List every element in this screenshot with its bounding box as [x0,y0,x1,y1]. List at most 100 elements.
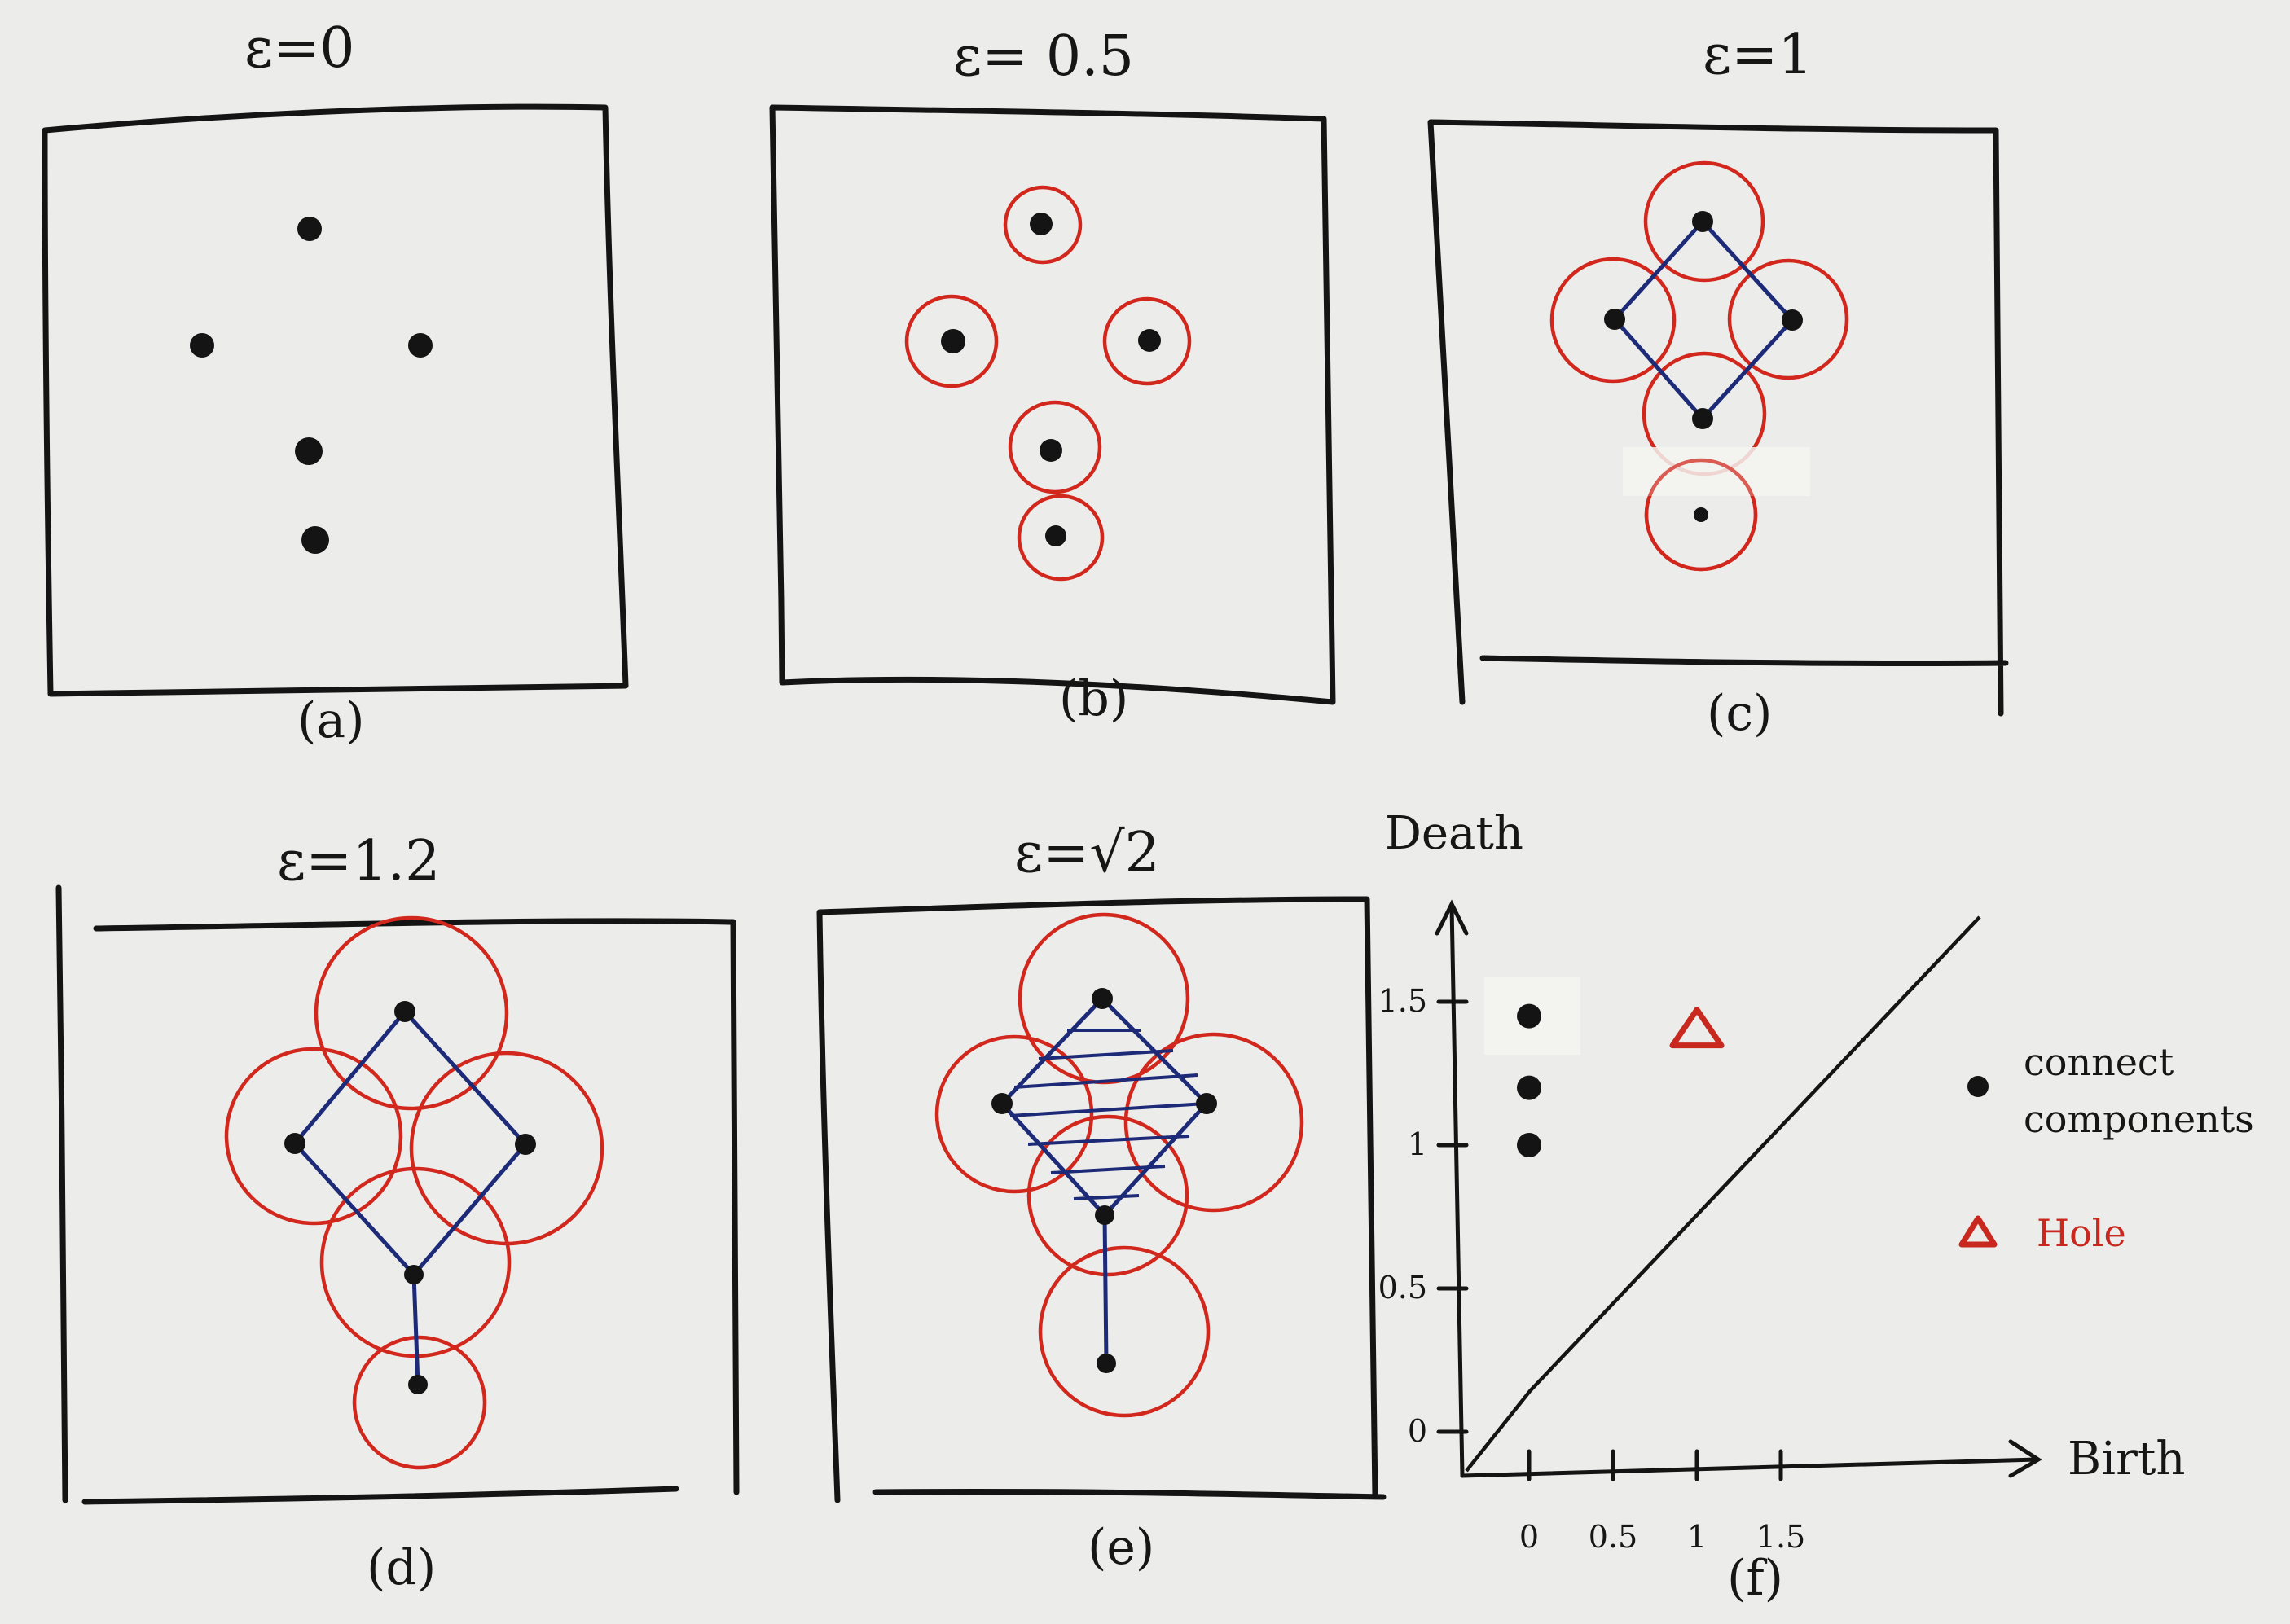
point [1694,507,1708,522]
panel-c-title: ε=1 [1703,23,1813,87]
panel-b-frame [769,104,1336,705]
component-marker [1517,1133,1541,1157]
panel-a-frame [42,103,629,697]
point [284,1133,305,1154]
ball [1643,160,1765,283]
axes [1435,899,2042,1481]
panel-e: ε=√2 (e) [816,821,1387,1576]
data-marks [1517,1003,1725,1157]
point [941,329,965,353]
point [297,217,322,241]
panel-d-points [284,1001,536,1394]
ball [904,294,999,388]
point [404,1265,424,1284]
panel-f-caption: (f) [1727,1550,1783,1607]
panel-b-points [941,213,1161,546]
y-axis-arrow-icon [1435,899,1469,936]
ball [1549,257,1677,384]
panel-d-frame [55,884,740,1505]
point [1604,309,1625,330]
panel-b: ε= 0.5 (b) [769,24,1336,727]
panel-a-caption: (a) [297,692,365,749]
hatch-line [1027,1135,1190,1146]
x-tick-label: 1.5 [1756,1519,1805,1555]
ball [314,915,509,1111]
y-tick-label: 0.5 [1378,1270,1427,1306]
panel-b-caption: (b) [1059,670,1128,727]
ball [1644,458,1758,572]
legend: connect components Hole [1958,1040,2254,1255]
legend-components-line2: components [2024,1097,2254,1141]
panel-c: ε=1 (c) [1427,23,2009,742]
x-axis-title: Birth [2068,1433,2185,1486]
panel-e-caption: (e) [1088,1519,1154,1576]
point [1092,988,1113,1009]
point [408,333,433,358]
legend-dot-icon [1967,1076,1989,1097]
panel-c-points [1604,211,1803,522]
point [1045,525,1066,546]
hatch-line [1038,1049,1174,1060]
ball [352,1335,487,1470]
tail-edge [1102,1213,1109,1366]
ball [1102,296,1192,386]
y-axis-title: Death [1385,807,1523,860]
x-axis [1460,1457,2039,1478]
component-marker [1517,1003,1541,1029]
point [1692,211,1713,232]
component-marker [1517,1075,1541,1100]
panel-d-caption: (d) [367,1539,436,1596]
ball [934,1034,1094,1194]
point [1692,408,1713,429]
point [408,1375,428,1394]
ball [409,1051,604,1246]
point [515,1134,536,1155]
panel-b-balls [904,185,1192,582]
panel-d-title: ε=1.2 [277,829,440,893]
y-tick-label: 0 [1408,1413,1427,1449]
ball [1008,400,1102,494]
x-tick-label: 0.5 [1589,1519,1637,1555]
ball [1727,258,1849,380]
ball [1003,185,1083,265]
point [1196,1093,1217,1114]
legend-hole-label: Hole [2037,1211,2126,1255]
ball [224,1047,403,1226]
tape-strip [1623,447,1810,496]
ball [1038,1245,1211,1418]
panel-e-title: ε=√2 [1014,821,1160,885]
legend-components-line1: connect [2024,1040,2174,1084]
tail-edge [411,1272,420,1387]
point [1040,439,1062,462]
point [394,1001,415,1022]
panel-e-points [991,988,1217,1373]
panel-c-edges [1611,219,1796,422]
x-tick-label: 1 [1687,1519,1707,1555]
point [1095,1205,1114,1225]
x-tick-label: 0 [1519,1519,1539,1555]
point [1030,213,1053,235]
panel-e-balls [934,912,1304,1418]
diagonal-line [1465,915,1981,1473]
diamond-edges [1611,219,1796,422]
hatch-line [1013,1073,1198,1089]
panel-b-title: ε= 0.5 [953,24,1134,89]
panel-e-filled-triangles [1009,1029,1207,1200]
persistence-diagram: Death Birth 0 0 0.5 0.5 1 1 1.5 1.5 (f) connect… [1378,807,2254,1607]
point [991,1093,1013,1114]
panel-d: ε=1.2 (d) [55,829,740,1596]
panel-e-frame [816,896,1387,1503]
x-axis-arrow-icon [2008,1439,2042,1478]
ball [1123,1032,1304,1213]
point [1097,1354,1116,1373]
panel-c-frame [1427,119,2009,717]
point [190,333,214,358]
ball [1017,494,1105,582]
y-tick-label: 1.5 [1378,983,1427,1019]
y-tick-label: 1 [1408,1126,1427,1162]
point [301,526,329,554]
panel-a-title: ε=0 [244,16,354,81]
ball [1026,1114,1189,1277]
panel-a-points [190,217,433,554]
